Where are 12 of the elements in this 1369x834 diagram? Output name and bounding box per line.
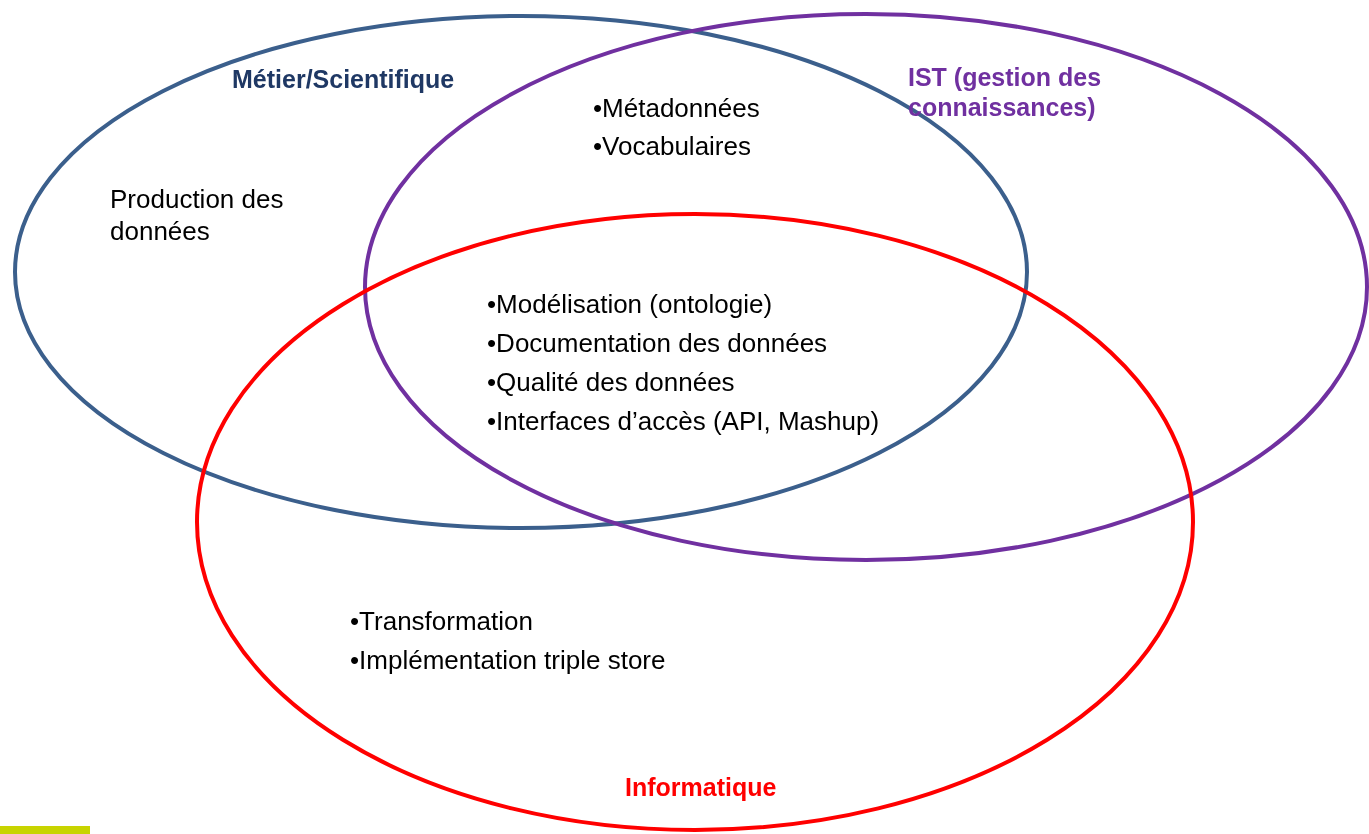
bullet-item: •Modélisation (ontologie) bbox=[487, 288, 773, 320]
circle-title: Informatique bbox=[625, 772, 778, 802]
circle-text: Production des données bbox=[110, 183, 285, 247]
bullet-item: •Métadonnées bbox=[593, 92, 760, 124]
bullet-item: •Interfaces d’accès (API, Mashup) bbox=[487, 405, 880, 437]
circle-title: Métier/Scientifique bbox=[232, 64, 456, 94]
bullet-item: •Qualité des données bbox=[487, 366, 735, 398]
circle-text: •Implémentation triple store bbox=[350, 644, 667, 676]
circle-title: IST (gestion des connaissances) bbox=[908, 62, 1103, 122]
bullet-item: •Documentation des données bbox=[487, 327, 828, 359]
circle-text: •Transformation bbox=[350, 605, 534, 637]
bullet-item: •Vocabulaires bbox=[593, 130, 751, 162]
